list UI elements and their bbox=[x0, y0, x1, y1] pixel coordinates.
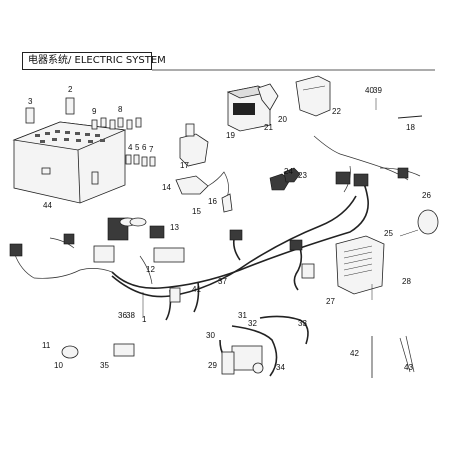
callout-23: 23 bbox=[298, 171, 307, 180]
callout-3: 3 bbox=[28, 97, 33, 106]
callout-42: 42 bbox=[350, 349, 359, 358]
callout-2: 2 bbox=[68, 85, 73, 94]
callout-10: 10 bbox=[54, 361, 63, 370]
callout-22: 22 bbox=[332, 107, 341, 116]
voltage-regulator bbox=[335, 235, 385, 295]
callout-18: 18 bbox=[406, 123, 415, 132]
callout-19: 19 bbox=[226, 131, 235, 140]
callout-5: 5 bbox=[135, 143, 140, 152]
callout-15: 15 bbox=[192, 207, 201, 216]
callout-7: 7 bbox=[149, 145, 154, 154]
callout-6: 6 bbox=[142, 143, 147, 152]
callout-26: 26 bbox=[422, 191, 431, 200]
fuse-box bbox=[12, 121, 127, 204]
callout-28: 28 bbox=[402, 277, 411, 286]
callout-29: 29 bbox=[208, 361, 217, 370]
callout-34: 34 bbox=[276, 363, 285, 372]
callout-9: 9 bbox=[92, 107, 97, 116]
callout-39: 39 bbox=[373, 86, 382, 95]
callout-41: 41 bbox=[192, 285, 201, 294]
callout-14: 14 bbox=[162, 183, 171, 192]
callout-8: 8 bbox=[118, 105, 123, 114]
callout-44: 44 bbox=[43, 201, 52, 210]
callout-30: 30 bbox=[206, 331, 215, 340]
callout-32: 32 bbox=[248, 319, 257, 328]
callout-21: 21 bbox=[264, 123, 273, 132]
callout-24: 24 bbox=[284, 167, 293, 176]
callout-35: 35 bbox=[100, 361, 109, 370]
callout-11: 11 bbox=[42, 341, 51, 350]
callout-1: 1 bbox=[142, 315, 147, 324]
callout-16: 16 bbox=[208, 197, 217, 206]
callout-40: 40 bbox=[365, 86, 374, 95]
callout-31: 31 bbox=[238, 311, 247, 320]
callout-38: 38 bbox=[126, 311, 135, 320]
callout-27: 27 bbox=[326, 297, 335, 306]
diagram-title: 电器系统/ ELECTRIC SYSTEM bbox=[22, 52, 166, 70]
callout-36: 36 bbox=[118, 311, 127, 320]
callout-20: 20 bbox=[278, 115, 287, 124]
callout-43: 43 bbox=[404, 363, 413, 372]
callout-25: 25 bbox=[384, 229, 393, 238]
callout-13: 13 bbox=[170, 223, 179, 232]
callout-12: 12 bbox=[146, 265, 155, 274]
fuse-large-3 bbox=[25, 107, 35, 124]
callout-37: 37 bbox=[218, 277, 227, 286]
callout-17: 17 bbox=[180, 161, 189, 170]
callout-4: 4 bbox=[128, 143, 133, 152]
fuse-large-2 bbox=[65, 97, 75, 115]
callout-33: 33 bbox=[298, 319, 307, 328]
